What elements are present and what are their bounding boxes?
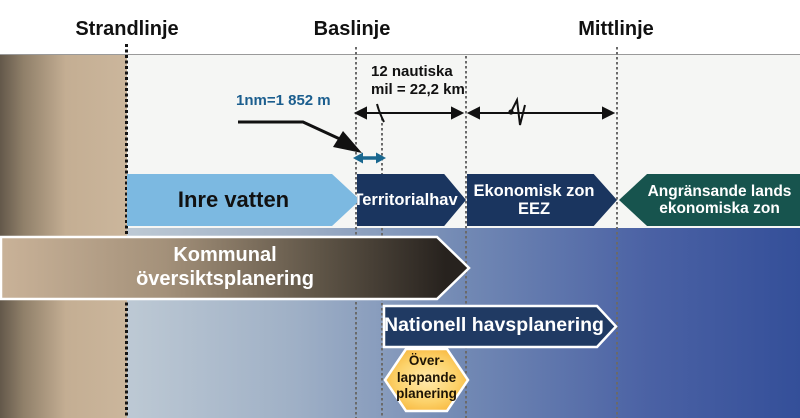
zone-ekonomisk-label: Ekonomisk zon EEZ xyxy=(473,182,610,219)
zone-angransande-line2: ekonomiska zon xyxy=(659,200,780,217)
zone-territorialhav: Territorialhav xyxy=(357,174,466,226)
overlap-label: Över- lappande planering xyxy=(385,353,468,403)
baslinje-dotted-line xyxy=(355,47,357,418)
land-area xyxy=(0,54,127,418)
zone-inre-vatten: Inre vatten xyxy=(127,174,360,226)
twelve-nm-line2: mil = 22,2 km xyxy=(371,81,465,98)
zone-territorialhav-label: Territorialhav xyxy=(353,190,458,209)
zone-ekonomisk-line2: EEZ xyxy=(517,200,551,218)
mittlinje-dotted-line xyxy=(616,47,618,418)
mittlinje-label: Mittlinje xyxy=(578,18,654,40)
header-divider-line xyxy=(0,54,800,55)
strandlinje-label: Strandlinje xyxy=(75,18,179,40)
kommunal-line2: översiktsplanering xyxy=(136,268,314,290)
kommunal-label: Kommunal översiktsplanering xyxy=(60,243,390,291)
nautical-mile-label: 1nm=1 852 m xyxy=(236,92,331,109)
overlap-line1: Över- xyxy=(408,353,445,368)
nationell-label: Nationell havsplanering xyxy=(384,314,604,336)
overlap-line3: planering xyxy=(396,386,457,401)
strandlinje-dotted-line xyxy=(125,44,128,418)
twelve-nm-line1: 12 nautiska xyxy=(371,63,453,80)
twelve-nm-label: 12 nautiska mil = 22,2 km xyxy=(371,63,465,99)
zone-angransande: Angränsande lands ekonomiska zon xyxy=(619,174,800,226)
kommunal-line1: Kommunal xyxy=(173,244,277,266)
baslinje-label: Baslinje xyxy=(313,18,391,40)
overlap-line2: lappande xyxy=(396,369,457,385)
zone-inre-vatten-label: Inre vatten xyxy=(177,186,290,212)
zone-ekonomisk-line1: Ekonomisk zon xyxy=(473,181,595,200)
zone-ekonomisk-eez: Ekonomisk zon EEZ xyxy=(467,174,617,226)
zone-angransande-line1: Angränsande lands xyxy=(647,182,792,200)
zone-angransande-label: Angränsande lands ekonomiska zon xyxy=(628,183,792,218)
